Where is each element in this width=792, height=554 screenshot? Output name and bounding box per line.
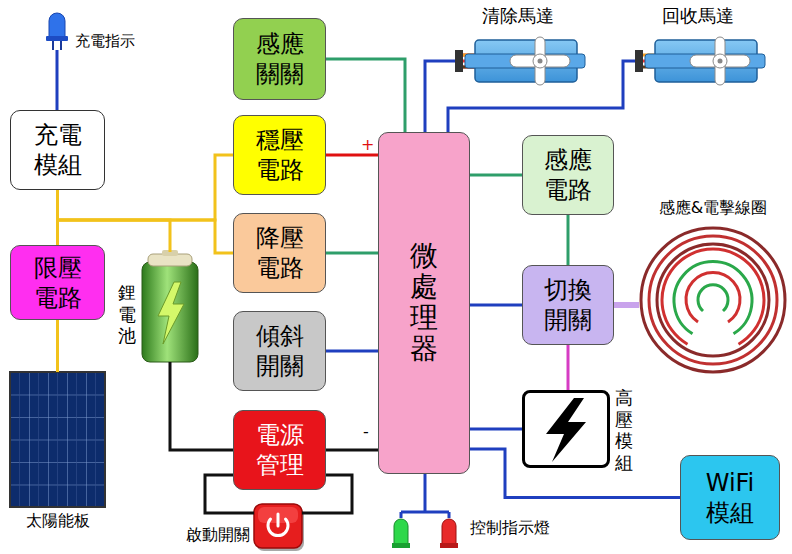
polarity-mark: + xyxy=(361,137,374,153)
wire-connector xyxy=(326,252,378,255)
wire-connector xyxy=(424,474,427,505)
indicator-leds xyxy=(392,505,458,548)
wire-connector xyxy=(326,59,405,132)
led-pair: 控制指示燈 xyxy=(388,505,462,550)
wire-connector xyxy=(56,50,59,110)
wire-connector xyxy=(448,61,635,132)
box-label: 充電模組 xyxy=(33,120,82,180)
solar-panel-node: 太陽能板 xyxy=(10,372,105,507)
wire-connector xyxy=(470,174,522,177)
wire-connector xyxy=(425,61,455,132)
wire-connector xyxy=(326,154,378,157)
battery-cell xyxy=(142,250,198,362)
box-label: 感應關關 xyxy=(255,29,304,89)
box-label: 感應電路 xyxy=(543,145,592,205)
process-box: 穩壓電路 xyxy=(233,115,326,195)
box-label: 微處理器 xyxy=(410,241,438,364)
switch-icon: 啟動開關 xyxy=(254,504,302,548)
wire-connector xyxy=(470,449,680,498)
wire-connector xyxy=(58,190,234,253)
process-box: 限壓電路 xyxy=(10,245,105,320)
box-label: 穩壓電路 xyxy=(255,125,304,185)
box-label: 切換開關 xyxy=(543,275,592,335)
part-label: 鋰電池 xyxy=(118,282,136,347)
part-label: 感應&電擊線圈 xyxy=(639,198,787,217)
wire-connector xyxy=(567,345,570,390)
box-label: 限壓電路 xyxy=(33,253,82,313)
coil-icon: 感應&電擊線圈 xyxy=(639,226,787,374)
solar-panel xyxy=(10,372,105,507)
wire-connector xyxy=(170,362,233,450)
wire-connector xyxy=(567,215,570,265)
power-button xyxy=(254,504,304,551)
wire-connector xyxy=(470,304,522,307)
motor-icon: 清除馬達 xyxy=(455,36,580,86)
part-label: 控制指示燈 xyxy=(470,518,550,537)
process-box: WiFi 模組 xyxy=(680,455,780,540)
wire-connector xyxy=(326,350,378,353)
part-label: 高壓模組 xyxy=(615,387,633,473)
module-face xyxy=(524,392,609,467)
led-blue xyxy=(46,13,68,50)
process-box: 傾斜開關 xyxy=(233,311,326,391)
led-indicator: 充電指示 xyxy=(47,12,67,50)
lightning-symbol xyxy=(546,398,586,462)
process-box: 切換開關 xyxy=(522,265,614,345)
part-label: 回收馬達 xyxy=(635,5,760,27)
motor-icon: 回收馬達 xyxy=(635,36,760,86)
wire-connector xyxy=(56,320,59,372)
processor-box: 微處理器 xyxy=(378,132,470,474)
servo-motor xyxy=(455,37,585,85)
box-label: 傾斜開關 xyxy=(255,321,304,381)
servo-motor xyxy=(635,37,765,85)
process-box: 降壓電路 xyxy=(233,213,326,293)
wire-connector xyxy=(614,302,639,308)
battery-icon: 鋰電池 xyxy=(142,252,198,362)
wire-connector xyxy=(326,449,378,452)
process-box: 感應電路 xyxy=(522,135,614,215)
process-box: 感應關關 xyxy=(233,18,326,100)
polarity-mark: - xyxy=(363,424,369,440)
box-label: 電源管理 xyxy=(255,420,304,480)
part-label: 充電指示 xyxy=(75,32,135,50)
part-label: 清除馬達 xyxy=(455,5,580,27)
part-label: 啟動開關 xyxy=(186,525,250,544)
process-box: 電源管理 xyxy=(233,410,326,490)
part-label: 太陽能板 xyxy=(10,511,105,530)
module-box: 高壓模組 xyxy=(522,390,610,468)
box-label: 降壓電路 xyxy=(255,223,304,283)
process-box: 充電模組 xyxy=(10,110,105,190)
wire-connector xyxy=(470,428,522,431)
box-label: WiFi 模組 xyxy=(694,468,766,528)
coil-rings xyxy=(641,228,785,372)
